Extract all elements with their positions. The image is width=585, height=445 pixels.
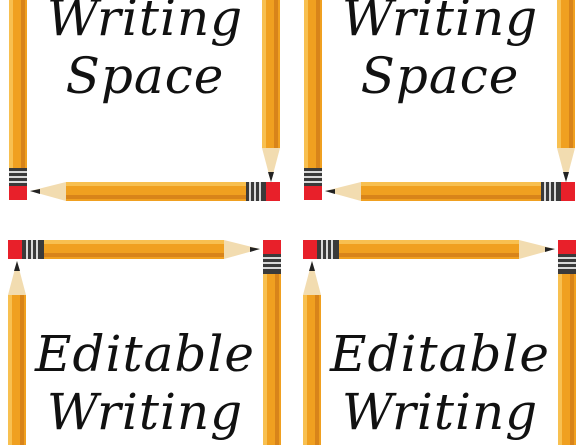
pencil-right: [263, 240, 281, 445]
pencil-left: [303, 261, 321, 445]
card-top-left: Writing Space: [0, 0, 290, 215]
card-heading: Editable Writing: [0, 325, 290, 441]
pencil-frame: [303, 240, 576, 445]
pencil-right: [557, 0, 575, 182]
card-line-1: Editable: [330, 325, 550, 383]
card-heading: Editable Writing: [295, 325, 585, 441]
card-heading: Writing Space: [295, 0, 585, 105]
card-line-1: Writing: [46, 0, 244, 47]
card-line-1: Editable: [35, 325, 255, 383]
pencil-bottom: [325, 182, 575, 201]
pencil-right: [558, 240, 576, 445]
pencil-left: [9, 0, 27, 200]
pencil-top: [303, 240, 555, 259]
pencil-frame: [8, 240, 281, 445]
pencil-left: [8, 261, 26, 445]
card-line-1: Writing: [341, 0, 539, 47]
card-heading: Writing Space: [0, 0, 290, 105]
pencil-frame: [304, 0, 575, 201]
card-top-right: Writing Space: [295, 0, 585, 215]
pencil-left: [304, 0, 322, 200]
card-bottom-right: Editable Writing: [295, 230, 585, 445]
pencil-bottom: [30, 182, 280, 201]
card-line-2: Writing: [341, 383, 539, 441]
pencil-frame: [9, 0, 280, 201]
card-line-2: Space: [360, 47, 520, 105]
card-line-2: Writing: [46, 383, 244, 441]
pencil-top: [8, 240, 260, 259]
pencil-right: [262, 0, 280, 182]
card-line-2: Space: [65, 47, 225, 105]
card-bottom-left: Editable Writing: [0, 230, 290, 445]
